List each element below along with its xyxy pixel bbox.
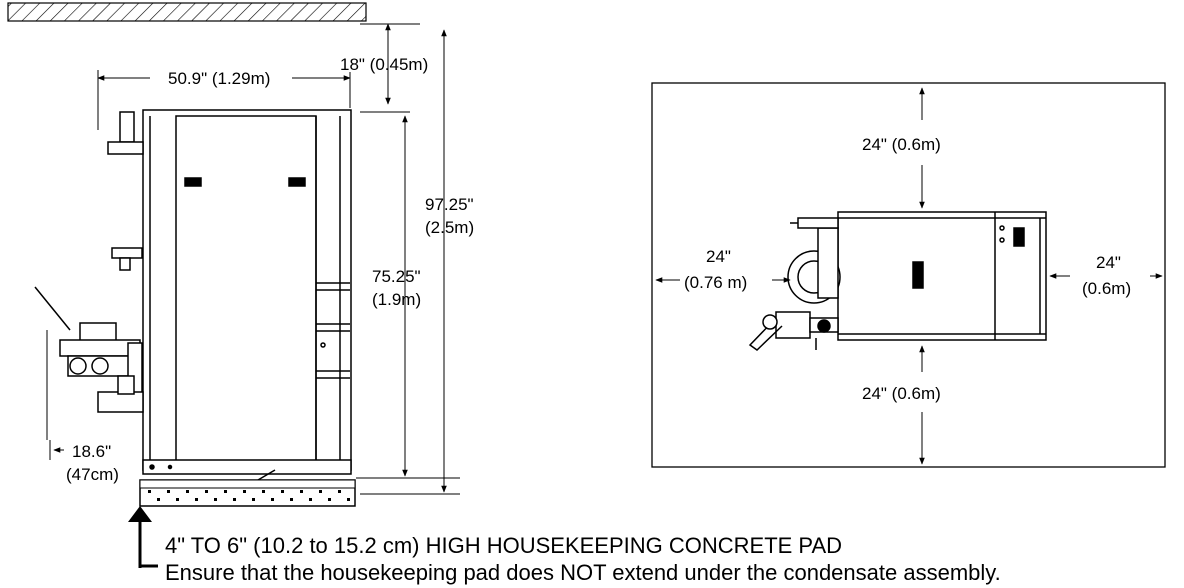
top-view-frame (651, 82, 1166, 468)
pad-note-line2: Ensure that the housekeeping pad does NO… (165, 560, 1001, 585)
left-clearance-label-1: 24" (706, 247, 731, 266)
pad-dot (338, 490, 341, 493)
front-top-clearance-label: 24" (0.6m) (862, 384, 941, 403)
width-dimension-label: 50.9" (1.29m) (168, 69, 270, 88)
pad-dot (281, 490, 284, 493)
ceiling-hatch (7, 2, 367, 22)
front-clearance-label-2: (47cm) (66, 465, 119, 484)
front-clearance-label-1: 18.6" (72, 442, 111, 461)
total-height-label-1: 97.25" (425, 195, 474, 214)
side-dimensions (46, 23, 460, 495)
pad-dot (319, 490, 322, 493)
pad-dots (148, 490, 350, 501)
unit-height-label-2: (1.9m) (372, 290, 421, 309)
pad-dot (214, 498, 217, 501)
pad-dot (186, 490, 189, 493)
rear-clearance-label: 24" (0.6m) (862, 135, 941, 154)
pad-note-line1: 4" TO 6" (10.2 to 15.2 cm) HIGH HOUSEKEE… (165, 533, 842, 558)
pad-dot (233, 498, 236, 501)
pad-dot (176, 498, 179, 501)
pad-dot (157, 498, 160, 501)
ceiling-clearance-label: 18" (0.45m) (340, 55, 428, 74)
unit-height-label-1: 75.25" (372, 267, 421, 286)
left-clearance-label-2: (0.76 m) (684, 273, 747, 292)
top-view-unit (748, 211, 1047, 351)
pad-dot (205, 490, 208, 493)
pad-callout-arrow (128, 506, 158, 568)
pad-dot (328, 498, 331, 501)
pad-dot (224, 490, 227, 493)
right-clearance-label-1: 24" (1096, 253, 1121, 272)
pad-dot (195, 498, 198, 501)
housekeeping-pad (139, 479, 356, 507)
pad-dot (300, 490, 303, 493)
pad-dot (290, 498, 293, 501)
pad-dot (148, 490, 151, 493)
pad-dot (271, 498, 274, 501)
total-height-label-2: (2.5m) (425, 218, 474, 237)
pad-dot (252, 498, 255, 501)
pad-dot (309, 498, 312, 501)
pad-dot (347, 498, 350, 501)
pad-dot (167, 490, 170, 493)
pad-dot (262, 490, 265, 493)
top-view-dimensions (655, 87, 1163, 465)
pad-dot (243, 490, 246, 493)
side-view (34, 109, 352, 481)
right-clearance-label-2: (0.6m) (1082, 279, 1131, 298)
